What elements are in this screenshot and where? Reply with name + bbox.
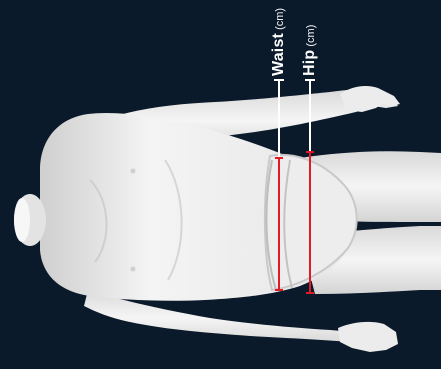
nipple-lower xyxy=(131,267,136,272)
waist-label-text: Waist xyxy=(270,33,287,76)
hip-unit-text: (cm) xyxy=(305,25,317,47)
nipple-upper xyxy=(131,169,136,174)
waist-unit-text: (cm) xyxy=(274,8,286,30)
hip-label: Hip (cm) xyxy=(302,25,318,76)
hip-label-text: Hip xyxy=(301,50,318,76)
neck-top xyxy=(14,198,30,242)
waist-label: Waist (cm) xyxy=(271,8,287,76)
